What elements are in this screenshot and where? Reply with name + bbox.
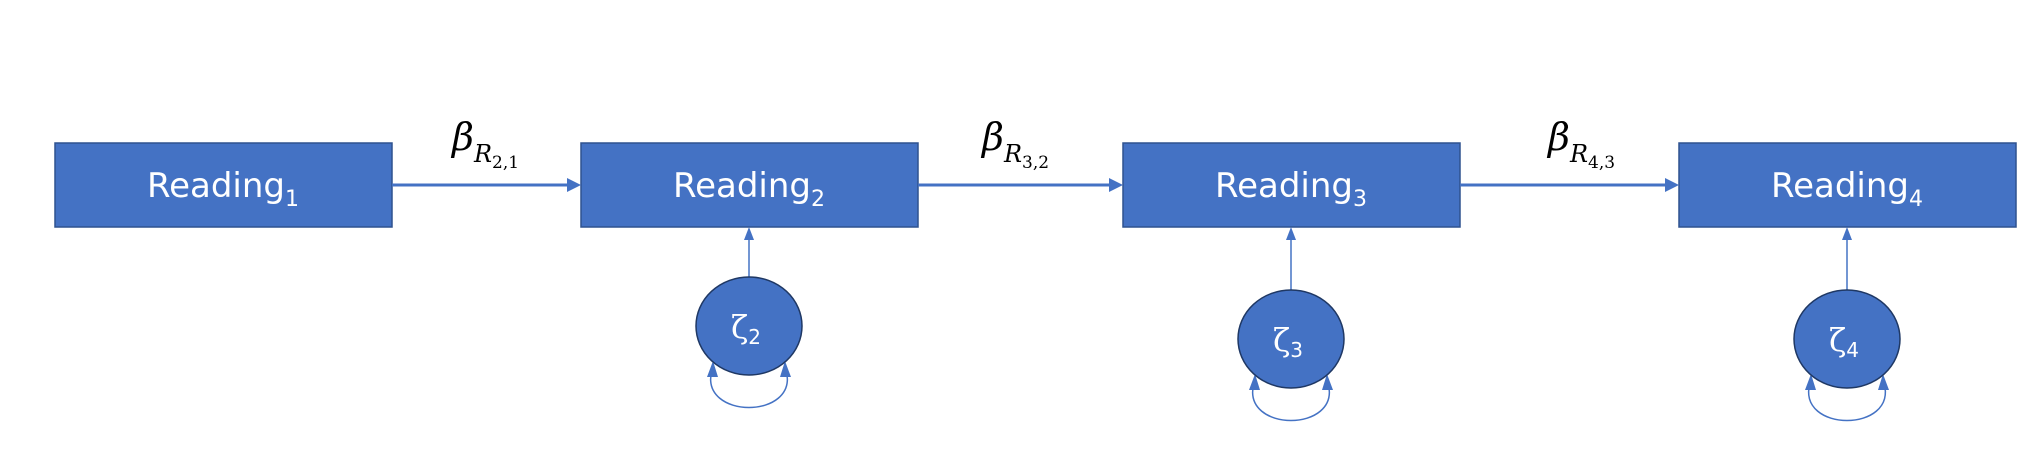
coefficient-beta-2-1-symbol: β	[450, 115, 474, 159]
arrow-reading-1-to-2	[392, 178, 581, 192]
node-reading-2: Reading2	[580, 142, 919, 228]
node-reading-3: Reading3	[1122, 142, 1461, 228]
coefficient-beta-3-2-symbol: β	[980, 115, 1004, 159]
svg-text:ζ3: ζ3	[1273, 321, 1303, 362]
coefficient-beta-3-2-subsub: 3,2	[1022, 153, 1049, 173]
coefficient-beta-4-3-symbol: β	[1546, 115, 1570, 159]
zeta-2-variance-loop	[709, 369, 789, 409]
coefficient-beta-4-3-sub: R	[1569, 140, 1588, 168]
arrow-reading-3-to-4	[1460, 178, 1679, 192]
coefficient-beta-2-1-subsub: 2,1	[492, 153, 519, 173]
disturbance-zeta-2: ζ2	[695, 227, 803, 409]
zeta-2-index: 2	[748, 325, 761, 349]
node-reading-1-label: Reading	[147, 166, 285, 206]
svg-text:Reading4: Reading4	[1771, 166, 1923, 212]
disturbance-zeta-4: ζ4	[1793, 227, 1901, 422]
coefficient-beta-4-3: βR4,3	[1546, 115, 1615, 173]
node-reading-3-label: Reading	[1215, 166, 1353, 206]
node-reading-4: Reading4	[1678, 142, 2017, 228]
zeta-4-symbol: ζ	[1829, 321, 1846, 359]
svg-text:ζ2: ζ2	[731, 308, 761, 349]
svg-text:ζ4: ζ4	[1829, 321, 1859, 362]
coefficient-beta-3-2-sub: R	[1003, 140, 1022, 168]
node-reading-1: Reading1	[54, 142, 393, 228]
svg-text:Reading1: Reading1	[147, 166, 299, 212]
zeta-3-variance-loop	[1251, 382, 1331, 422]
node-reading-4-index: 4	[1909, 187, 1923, 212]
coefficient-beta-2-1: βR2,1	[450, 115, 519, 173]
disturbance-zeta-3: ζ3	[1237, 227, 1345, 422]
node-reading-3-index: 3	[1353, 187, 1367, 212]
coefficient-beta-4-3-subsub: 4,3	[1588, 153, 1615, 173]
node-reading-4-label: Reading	[1771, 166, 1909, 206]
coefficient-beta-3-2: βR3,2	[980, 115, 1049, 173]
node-reading-1-index: 1	[285, 187, 299, 212]
zeta-4-index: 4	[1846, 338, 1859, 362]
zeta-3-index: 3	[1290, 338, 1303, 362]
node-reading-2-index: 2	[811, 187, 825, 212]
zeta-2-symbol: ζ	[731, 308, 748, 346]
zeta-3-symbol: ζ	[1273, 321, 1290, 359]
svg-text:Reading2: Reading2	[673, 166, 825, 212]
svg-text:Reading3: Reading3	[1215, 166, 1367, 212]
zeta-4-variance-loop	[1807, 382, 1887, 422]
coefficient-beta-2-1-sub: R	[473, 140, 492, 168]
node-reading-2-label: Reading	[673, 166, 811, 206]
arrow-reading-2-to-3	[918, 178, 1123, 192]
